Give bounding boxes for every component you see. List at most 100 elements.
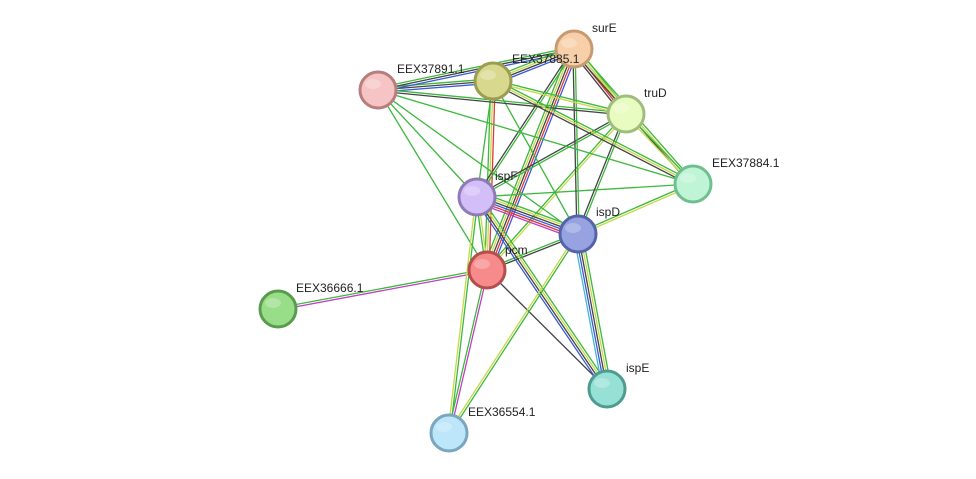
edge-evidence-green	[493, 78, 695, 183]
node-circle[interactable]	[558, 214, 598, 254]
edge-ispF-truD[interactable]	[476, 112, 627, 199]
edge-pcm-EEX37891.1[interactable]	[377, 89, 488, 271]
edge-ispD-EEX37884.1[interactable]	[577, 182, 694, 236]
edge-ispF-EEX37884.1[interactable]	[476, 183, 694, 198]
edge-evidence-green	[277, 268, 487, 309]
edge-evidence-black	[377, 48, 575, 91]
edge-evidence-green	[449, 234, 580, 434]
edge-evidence-green	[574, 48, 580, 234]
node-highlight	[265, 298, 281, 308]
edge-evidence-lime	[447, 196, 477, 433]
node-circle[interactable]	[673, 164, 713, 204]
edge-evidence-green	[482, 47, 571, 269]
edge-EEX37891.1-EEX37884.1[interactable]	[377, 89, 694, 185]
edge-evidence-black	[577, 233, 608, 390]
edge-evidence-green	[477, 114, 627, 199]
node-circle[interactable]	[554, 29, 594, 69]
node-EEX36554.1[interactable]: EEX36554.1	[429, 405, 536, 453]
edge-evidence-green	[377, 89, 488, 271]
node-pcm[interactable]: pcm	[467, 243, 528, 290]
node-EEX37891.1[interactable]: EEX37891.1	[358, 62, 465, 110]
node-ispF[interactable]: ispF	[457, 169, 518, 217]
node-highlight	[594, 378, 610, 388]
edge-EEX37885.1-truD[interactable]	[492, 79, 627, 116]
edge-evidence-green	[377, 46, 574, 89]
edge-evidence-cyan	[573, 234, 604, 390]
node-highlight	[565, 223, 581, 233]
node-label: surE	[592, 21, 617, 35]
node-highlight	[561, 38, 577, 48]
edge-ispF-EEX37891.1[interactable]	[377, 89, 478, 198]
edge-pcm-ispE[interactable]	[486, 269, 608, 390]
edge-evidence-magenta	[449, 270, 489, 434]
node-label: ispF	[495, 169, 518, 183]
edge-evidence-green	[577, 182, 693, 234]
node-label: EEX37891.1	[397, 62, 465, 76]
node-label: EEX37885.1	[512, 52, 580, 66]
node-ispD[interactable]: ispD	[558, 205, 620, 254]
edge-evidence-green	[449, 197, 479, 434]
node-highlight	[365, 79, 381, 89]
edge-evidence-black	[486, 48, 575, 271]
node-circle[interactable]	[358, 70, 398, 110]
edge-ispD-EEX37891.1[interactable]	[377, 89, 579, 235]
node-circle[interactable]	[473, 61, 513, 101]
edge-evidence-lime	[578, 184, 694, 236]
node-circle[interactable]	[467, 250, 507, 290]
edge-evidence-lime	[492, 80, 694, 185]
node-label: ispE	[626, 361, 649, 375]
edge-evidence-black	[576, 113, 626, 234]
edge-pcm-EEX36666.1[interactable]	[277, 268, 488, 311]
edge-evidence-green	[581, 233, 612, 389]
edge-evidence-black	[377, 90, 626, 116]
node-highlight	[436, 422, 452, 432]
edge-evidence-black	[572, 49, 578, 235]
edge-ispF-EEX36554.1[interactable]	[447, 196, 479, 434]
edge-evidence-green	[377, 89, 694, 185]
edge-evidence-green	[476, 183, 694, 198]
node-label: EEX37884.1	[712, 156, 780, 170]
edge-evidence-green	[484, 80, 492, 270]
edge-evidence-green	[493, 79, 627, 114]
node-ispE[interactable]: ispE	[587, 361, 649, 409]
edge-ispD-ispE[interactable]	[573, 233, 612, 390]
edge-evidence-green	[479, 194, 611, 388]
node-EEX36666.1[interactable]: EEX36666.1	[258, 281, 364, 329]
edge-evidence-black	[486, 269, 608, 390]
node-circle[interactable]	[429, 413, 469, 453]
edge-evidence-green	[377, 89, 579, 235]
node-circle[interactable]	[587, 369, 627, 409]
node-highlight	[464, 186, 480, 196]
node-circle[interactable]	[258, 289, 298, 329]
edge-evidence-lime	[447, 233, 578, 433]
edge-evidence-blue	[575, 234, 606, 390]
edge-evidence-green	[377, 89, 478, 198]
node-surE[interactable]: surE	[554, 21, 617, 69]
edge-ispD-EEX37885.1[interactable]	[492, 80, 579, 235]
node-truD[interactable]: truD	[606, 86, 667, 134]
node-circle[interactable]	[606, 94, 646, 134]
edge-evidence-blue	[490, 50, 579, 272]
node-highlight	[480, 70, 496, 80]
edge-ispD-truD[interactable]	[576, 113, 628, 235]
node-label: pcm	[505, 243, 528, 257]
node-highlight	[680, 173, 696, 183]
edge-ispD-surE[interactable]	[572, 48, 580, 235]
node-label: EEX36554.1	[468, 405, 536, 419]
edge-evidence-lime	[477, 196, 609, 389]
edge-pcm-EEX36554.1[interactable]	[447, 269, 489, 434]
node-circle[interactable]	[457, 177, 497, 217]
edge-evidence-lime	[492, 81, 626, 116]
edge-evidence-lime	[579, 233, 610, 389]
edge-evidence-black	[491, 82, 693, 187]
edge-evidence-black	[476, 112, 626, 197]
node-EEX37885.1[interactable]: EEX37885.1	[473, 52, 580, 101]
node-EEX37884.1[interactable]: EEX37884.1	[673, 156, 780, 204]
edge-evidence-green	[578, 114, 628, 235]
edge-ispD-EEX36554.1[interactable]	[447, 233, 580, 434]
edge-evidence-green	[492, 80, 579, 235]
edge-EEX37885.1-EEX37884.1[interactable]	[491, 78, 695, 187]
edge-EEX37891.1-truD[interactable]	[377, 88, 627, 116]
edge-evidence-green	[447, 269, 487, 433]
